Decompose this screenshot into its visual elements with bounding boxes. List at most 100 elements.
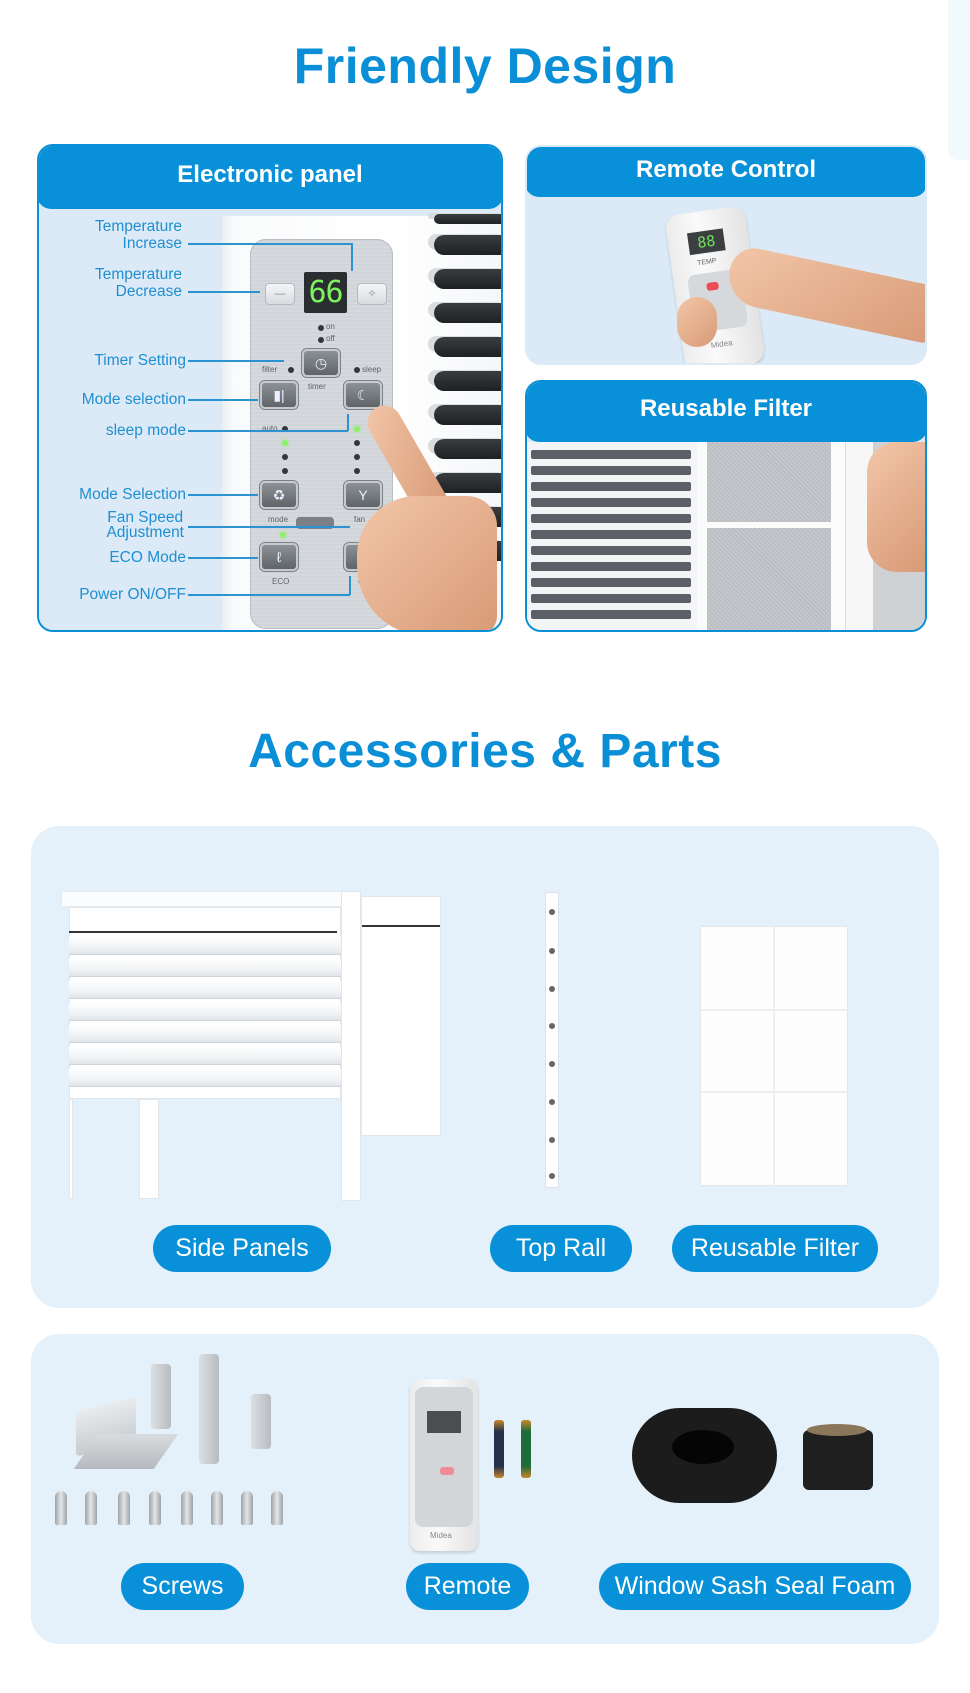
mode-text: mode xyxy=(268,515,289,524)
bracket-image xyxy=(199,1399,219,1464)
remote-control-card: Remote Control 88 TEMP Midea xyxy=(525,145,927,365)
fan-low-indicator xyxy=(354,468,360,474)
vent-slot xyxy=(434,473,501,493)
dry-indicator xyxy=(282,454,288,460)
on-indicator xyxy=(318,325,324,331)
sleep-button[interactable]: ☾ xyxy=(344,381,382,409)
vent-slot xyxy=(434,235,501,255)
friendly-design-title: Friendly Design xyxy=(293,38,677,94)
leader-line xyxy=(188,526,350,528)
side-panels-label: Side Panels xyxy=(153,1225,331,1272)
vent-slot xyxy=(434,303,501,323)
vent-slot xyxy=(434,371,501,391)
timer-text: timer xyxy=(308,382,326,391)
eco-text: ECO xyxy=(272,577,290,586)
window-sash-seal-foam-label: Window Sash Seal Foam xyxy=(599,1563,911,1610)
filter-indicator xyxy=(288,367,294,373)
electronic-panel-card: Electronic panel — 66 ✧ on off ◷ filter … xyxy=(37,144,503,632)
bracket-image xyxy=(151,1364,171,1429)
seal-foam-roll-image xyxy=(632,1408,777,1503)
auto-indicator xyxy=(282,426,288,432)
leader-line xyxy=(188,557,258,559)
eco-button[interactable]: ℓ xyxy=(260,543,298,571)
leader-line xyxy=(188,594,350,596)
remote-label: Remote xyxy=(406,1563,529,1610)
leader-line xyxy=(188,494,258,496)
electronic-panel-header: Electronic panel xyxy=(39,146,501,209)
fan-button[interactable]: Y xyxy=(344,481,382,509)
label-mode-selection-top: Mode selection xyxy=(81,391,186,408)
cool-indicator xyxy=(282,440,288,446)
hand-image xyxy=(357,496,497,630)
temp-up-button[interactable]: ✧ xyxy=(357,283,387,305)
leader-line xyxy=(188,399,258,401)
battery-image xyxy=(521,1420,531,1478)
leader-line xyxy=(188,243,352,245)
fan-mode-indicator xyxy=(282,468,288,474)
label-timer-setting: Timer Setting xyxy=(94,352,186,369)
vent-slot xyxy=(434,269,501,289)
leader-line xyxy=(347,414,349,431)
reusable-filter-header: Reusable Filter xyxy=(527,382,925,442)
bracket-image xyxy=(199,1354,219,1409)
accessories-card-2: Midea Screws Remote Window Sash Seal Foa… xyxy=(31,1334,939,1644)
mode-select-button[interactable]: ▮| xyxy=(260,381,298,409)
leader-line xyxy=(188,430,348,432)
sleep-text: sleep xyxy=(362,365,382,374)
filter-mesh xyxy=(707,528,831,630)
leader-line xyxy=(351,243,353,271)
sleep-indicator xyxy=(354,367,360,373)
remote-lcd xyxy=(427,1411,461,1433)
temp-down-button[interactable]: — xyxy=(265,283,295,305)
screws-label: Screws xyxy=(121,1563,244,1610)
control-panel: — 66 ✧ on off ◷ filter sleep timer ▮| ☾ … xyxy=(250,239,393,629)
mode-button[interactable]: ♻ xyxy=(260,481,298,509)
side-panel-extension-image xyxy=(361,896,441,1136)
auto-text: auto xyxy=(262,424,278,433)
filter-mesh xyxy=(707,442,831,522)
ac-grille-image xyxy=(527,442,697,630)
label-strip xyxy=(39,209,222,630)
reusable-filter-label: Reusable Filter xyxy=(672,1225,878,1272)
filter-image xyxy=(700,926,849,1187)
remote-brand: Midea xyxy=(430,1531,452,1540)
leader-line xyxy=(188,360,284,362)
label-sleep-mode: sleep mode xyxy=(105,422,186,439)
fan-auto-indicator xyxy=(354,426,360,432)
thumb-image xyxy=(677,297,717,347)
label-eco-mode: ECO Mode xyxy=(109,549,186,566)
fan-med-indicator xyxy=(354,454,360,460)
remote-display: 88 xyxy=(686,228,726,256)
vent-slot xyxy=(434,337,501,357)
timer-button[interactable]: ◷ xyxy=(302,349,340,377)
temperature-display: 66 xyxy=(304,272,347,313)
fan-text: fan xyxy=(354,515,366,524)
remote-accessory-image: Midea xyxy=(410,1379,478,1551)
remote-brand: Midea xyxy=(710,338,734,351)
fan-high-indicator xyxy=(354,440,360,446)
vent-slot xyxy=(434,405,501,425)
battery-image xyxy=(494,1420,504,1478)
remote-temp-text: TEMP xyxy=(696,257,718,268)
accessories-card-1: Side Panels Top Rall Reusable Filter xyxy=(31,826,939,1308)
off-indicator xyxy=(318,337,324,343)
accessories-title: Accessories & Parts xyxy=(248,725,722,778)
hand-image xyxy=(867,442,925,572)
top-rail-label: Top Rall xyxy=(490,1225,632,1272)
reusable-filter-card: Reusable Filter xyxy=(525,380,927,632)
label-mode-selection: Mode Selection xyxy=(79,486,186,503)
side-panels-image xyxy=(61,891,361,1201)
on-text: on xyxy=(326,322,335,331)
edge-strip xyxy=(948,0,970,160)
remote-control-header: Remote Control xyxy=(527,147,925,197)
leader-line xyxy=(349,576,351,595)
filter-frame xyxy=(697,442,845,630)
filter-text: filter xyxy=(262,365,278,374)
label-power: Power ON/OFF xyxy=(79,586,186,603)
vent-slot xyxy=(434,214,501,224)
vent-slot xyxy=(434,439,501,459)
